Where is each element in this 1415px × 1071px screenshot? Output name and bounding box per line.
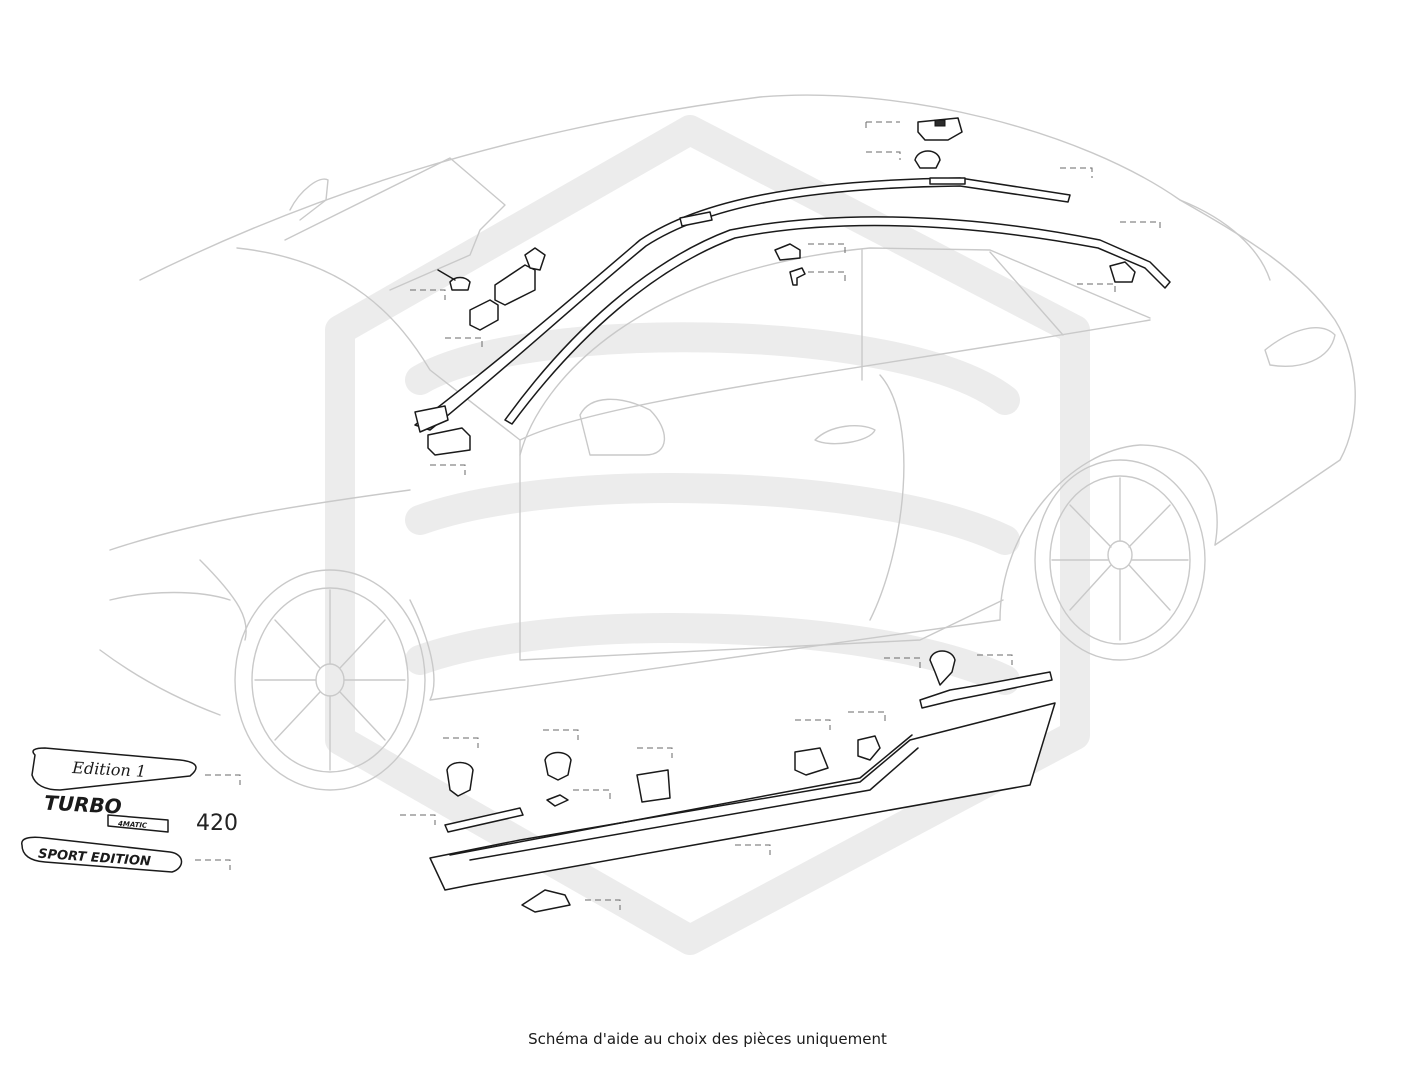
roof-molding-inner	[504, 216, 1171, 425]
skirt-clips	[444, 650, 956, 913]
car-outline	[99, 94, 1356, 716]
roof-clips	[427, 117, 1136, 456]
badge-turbo-sub-text: 4MATIC	[118, 820, 148, 830]
badge-turbo: TURBO 4MATIC	[44, 791, 169, 833]
side-skirt	[429, 671, 1056, 891]
footer-caption: Schéma d'aide au choix des pièces unique…	[528, 1030, 887, 1048]
badge-edition-text: Edition 1	[71, 758, 147, 781]
front-wheel	[234, 569, 426, 791]
badge-turbo-text: TURBO	[44, 791, 123, 819]
badge-edition-1: Edition 1	[31, 747, 197, 791]
badge-sport-edition: SPORT EDITION	[21, 836, 183, 873]
rear-wheel	[1034, 459, 1206, 661]
roof-molding-outer	[414, 177, 1071, 433]
callouts	[195, 121, 1161, 910]
model-number-label: 420	[196, 811, 238, 836]
